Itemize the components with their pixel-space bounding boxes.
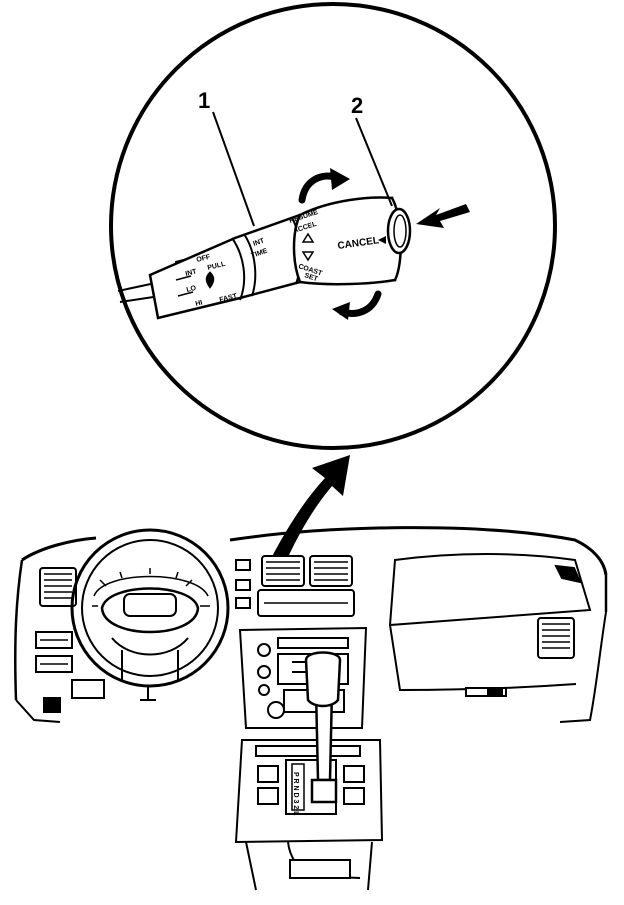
callout-2: 2 (351, 93, 363, 118)
rotate-down-arrowhead (332, 302, 350, 320)
label-off: OFF (196, 254, 212, 264)
label-hi: HI (195, 299, 204, 307)
center-stack (238, 626, 368, 729)
vent-slats (40, 573, 570, 665)
gear-shifter (304, 651, 342, 804)
shift-positions: P R N D 3 2 L (292, 772, 299, 816)
steering-wheel (70, 528, 230, 688)
leader-line-2 (355, 117, 393, 207)
label-int: INT (185, 268, 198, 278)
label-lo: LO (186, 285, 198, 294)
steering-column (140, 686, 156, 701)
center-vents (235, 555, 355, 617)
cancel-arrow-icon (378, 236, 386, 244)
center-console (234, 739, 384, 891)
callout-1: 1 (198, 88, 210, 113)
label-set: SET (303, 272, 319, 283)
multifunction-lever (117, 196, 412, 320)
push-arrow-icon (416, 204, 470, 228)
leader-line-1 (212, 111, 255, 227)
rotate-up-arrowhead (330, 168, 350, 190)
zoom-arrow-icon (262, 455, 350, 585)
instrument-cluster (92, 568, 210, 607)
label-int-time-line1: INT (252, 237, 266, 248)
label-pull: PULL (207, 261, 227, 272)
label-fast: FAST (219, 293, 239, 304)
dashboard (14, 526, 608, 723)
center-vent-slats (264, 561, 348, 604)
shift-indicator: P R N D 3 2 L (291, 763, 305, 816)
